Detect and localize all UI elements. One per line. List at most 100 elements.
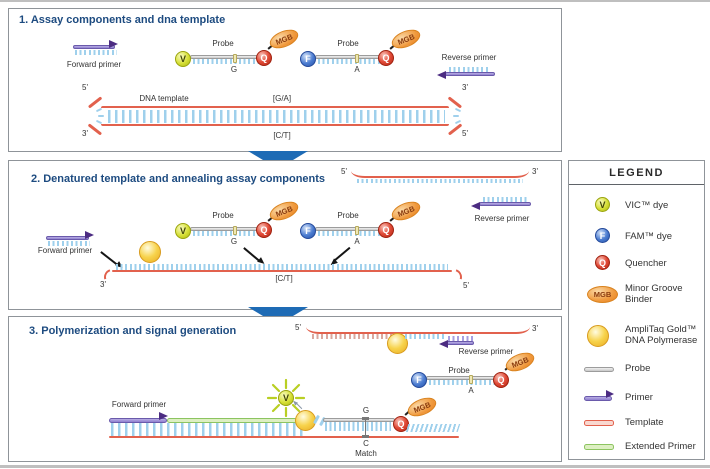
extended-primer-icon [167,418,297,423]
template-teeth-icon [116,264,448,270]
end-label: 3' [100,280,106,289]
end-label: 5' [82,83,88,92]
reverse-primer-icon [445,72,495,76]
legend: LEGEND V VIC™ dye F FAM™ dye Q Quencher … [568,160,705,460]
end-label: 5' [463,281,469,290]
end-label: 3' [532,167,538,176]
top-edge-divider [0,0,710,2]
extended-primer-icon [584,444,614,450]
quencher-icon: Q [256,222,272,238]
quencher-icon: Q [493,372,509,388]
forward-primer-icon [46,236,89,240]
forward-primer-label: Forward primer [37,246,93,255]
bottom-edge-divider [0,465,710,468]
primer-arrowhead-icon [606,390,614,398]
fam-allele-base: A [354,237,360,246]
vic-allele-tick-icon [233,54,237,63]
reverse-primer-teeth-icon [483,197,529,202]
duplex-teeth-icon [111,423,307,436]
match-bracket-icon [362,435,369,438]
template-icon [584,420,614,426]
vic-probe-bar-icon [190,227,266,231]
reverse-primer-arrowhead-icon [439,340,448,348]
fam-dye-icon: F [300,51,316,67]
fam-probe-teeth-icon [318,59,388,64]
fam-dye-icon: F [595,228,610,243]
extension-teeth-icon [405,334,446,339]
quencher-icon: Q [595,255,610,270]
legend-item-label: Primer [625,392,653,403]
vic-probe-label: Probe [212,39,234,48]
probe-icon [584,367,614,372]
dna-duplex-icon [101,106,449,126]
forward-primer-label: Forward primer [111,400,167,409]
fam-probe-teeth-icon [318,231,388,236]
reverse-primer-teeth-icon [449,67,489,72]
template-strand-icon [306,326,530,334]
match-bottom-base: C [363,439,369,448]
fam-dye-icon: F [411,372,427,388]
reverse-primer-icon [479,202,531,206]
match-bracket-icon [364,419,367,436]
end-label: 3' [462,83,468,92]
legend-title: LEGEND [569,161,704,185]
fray-icon [98,115,104,117]
panel-assay-components: 1. Assay components and dna template For… [8,8,562,152]
fray-icon [454,107,462,113]
primer-icon [584,396,612,401]
allele-bottom-label: [C/T] [275,274,293,283]
legend-item-label: Extended Primer [625,441,696,452]
cleaved-probe-teeth-icon [325,422,391,431]
end-label: 5' [462,129,468,138]
reverse-primer-label: Reverse primer [458,347,514,356]
fam-dye-icon: F [300,223,316,239]
forward-primer-teeth-icon [75,50,117,55]
vic-probe-bar-icon [190,55,266,59]
panel-denatured-annealing: 2. Denatured template and annealing assa… [8,160,562,310]
legend-item-label: Quencher [625,258,667,269]
vic-probe-label: Probe [212,211,234,220]
reverse-primer-arrowhead-icon [437,71,446,79]
denatured-strand-icon [351,170,529,178]
forward-primer-teeth-icon [48,241,90,246]
mgb-icon: MGB [267,25,301,53]
reverse-primer-arrowhead-icon [471,202,480,210]
forward-primer-arrowhead-icon [85,231,94,239]
forward-primer-arrowhead-icon [159,412,168,420]
annealing-arrow-icon [243,247,260,262]
end-label: 3' [82,129,88,138]
template-strand-icon [109,435,459,438]
vic-dye-icon: V [175,223,191,239]
allele-bottom-label: [C/T] [273,131,291,140]
cleaved-probe-bar-icon [323,418,395,422]
strand-end-flare-icon [447,96,463,109]
legend-item-label: Probe [625,363,651,374]
fam-probe-label: Probe [448,366,470,375]
denatured-strand-teeth-icon [357,179,523,183]
vic-allele-base: G [230,237,238,246]
mgb-icon: MGB [389,25,423,53]
polymerase-icon [587,325,609,347]
released-vic-dye-icon: V [278,390,294,406]
mgb-icon: MGB [587,286,618,303]
end-label: 3' [532,324,538,333]
fam-allele-base: A [468,386,474,395]
fam-allele-tick-icon [355,226,359,235]
template-teeth-icon [312,334,396,339]
match-top-base: G [362,406,370,415]
reverse-primer-icon [446,341,474,345]
panel-polymerization-signal: 3. Polymerization and signal generation … [8,316,562,462]
forward-primer-label: Forward primer [66,60,122,69]
polymerase-icon [387,333,408,354]
match-label: Match [355,449,377,458]
annealing-arrow-icon [334,247,351,262]
end-label: 5' [295,323,301,332]
mgb-icon: MGB [405,393,439,421]
legend-item-label: Minor Groove Binder [625,283,683,305]
template-teeth-icon [405,424,461,432]
fam-probe-bar-icon [426,376,496,380]
dna-template-label: DNA template [139,94,189,103]
fam-probe-label: Probe [337,211,359,220]
vic-dye-icon: V [175,51,191,67]
